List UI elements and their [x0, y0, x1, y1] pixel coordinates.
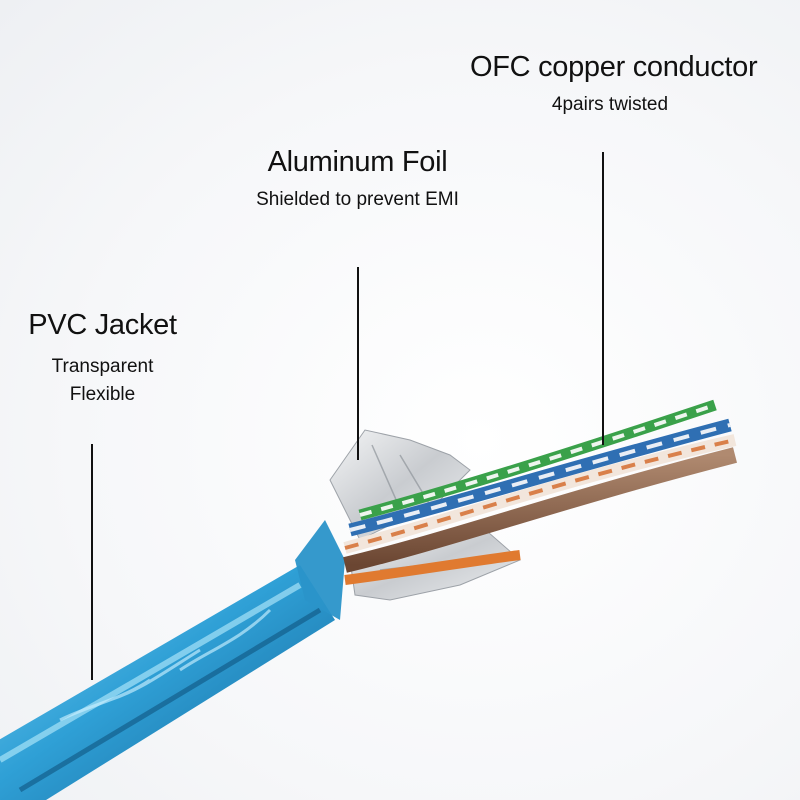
callout-pvc-jacket: PVC Jacket Transparent Flexible — [20, 308, 185, 408]
callout-title: OFC copper conductor — [470, 51, 758, 83]
twisted-pairs — [343, 399, 737, 585]
pvc-jacket — [0, 520, 345, 800]
callout-subtitle-line-2: Flexible — [69, 384, 136, 405]
callout-title: PVC Jacket — [28, 309, 177, 341]
callout-subtitle-line-1: Transparent — [51, 356, 154, 377]
callout-subtitle: Shielded to prevent EMI — [256, 189, 459, 210]
callout-aluminum-foil: Aluminum Foil Shielded to prevent EMI — [240, 145, 475, 213]
callout-ofc-copper-conductor: OFC copper conductor 4pairs twisted — [470, 50, 758, 118]
leader-lines — [91, 152, 604, 680]
callout-title: Aluminum Foil — [267, 146, 448, 178]
callout-subtitle: 4pairs twisted — [551, 94, 669, 115]
